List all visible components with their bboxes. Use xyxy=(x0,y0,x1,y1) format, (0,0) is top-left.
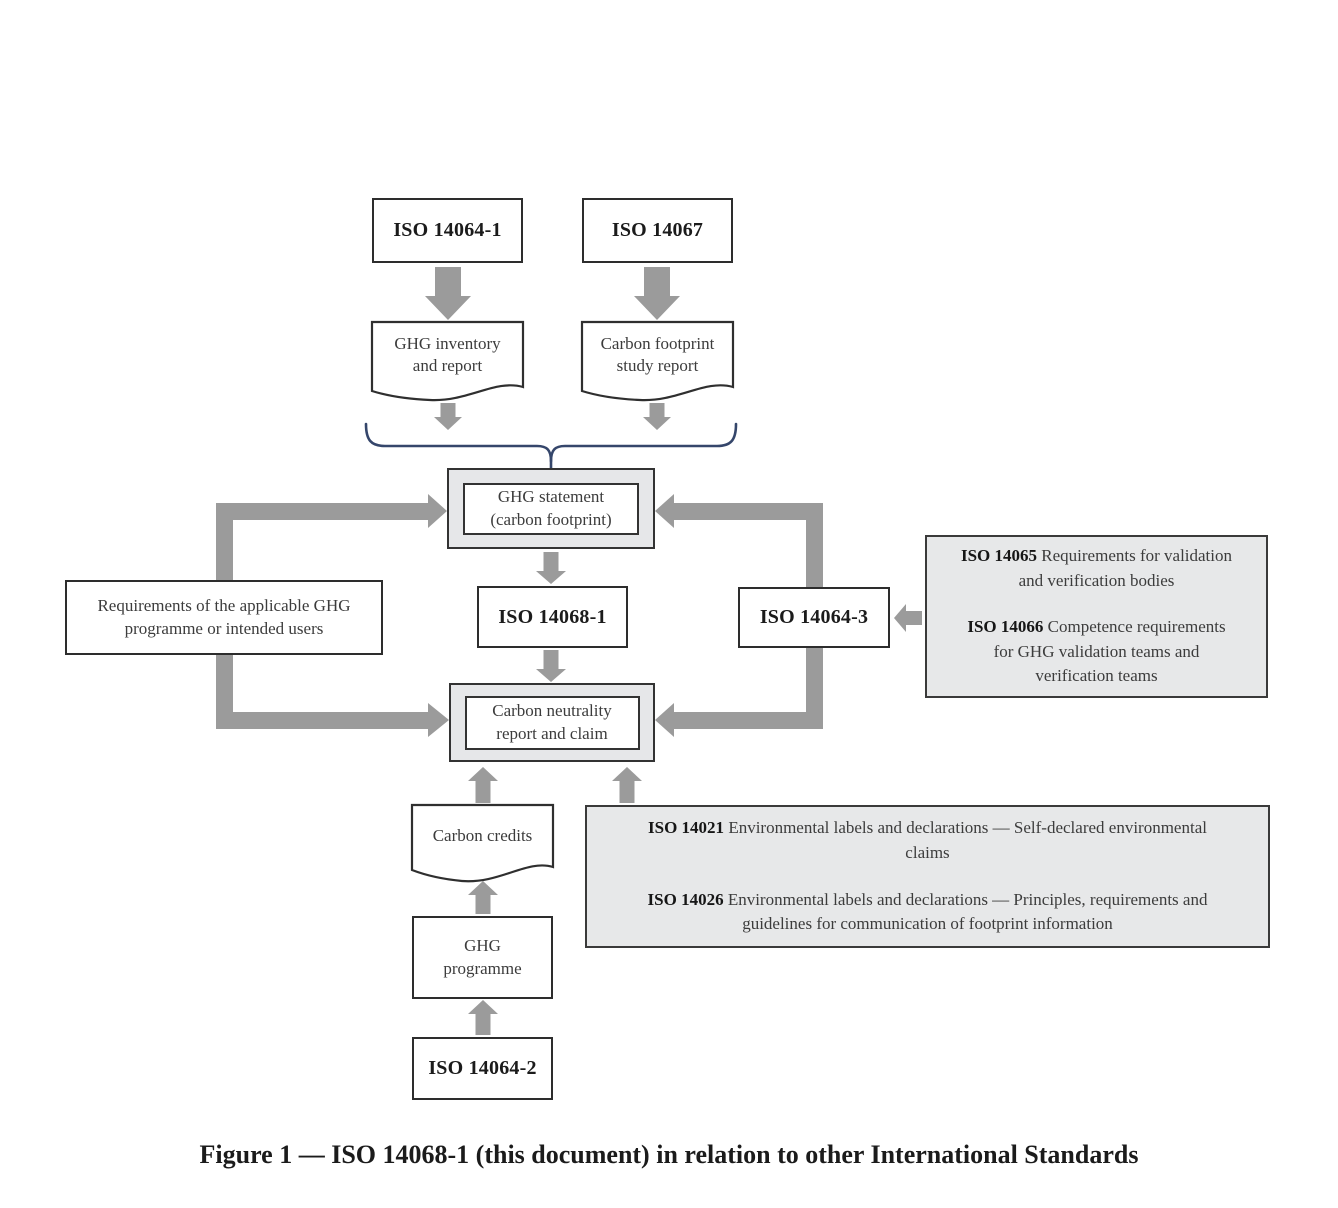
panel-validation-item-1: ISO 14065 Requirements for validation an… xyxy=(937,544,1256,593)
arrow-iso14067-to-footprint xyxy=(634,267,680,320)
iso-14066-code: ISO 14066 xyxy=(967,617,1044,637)
node-ghg-statement-inner: GHG statement (carbon footprint) xyxy=(463,482,639,535)
node-iso-14067-label: ISO 14067 xyxy=(611,219,704,241)
arrow-iso14068-to-neutrality xyxy=(536,650,566,682)
iso-14026-code: ISO 14026 xyxy=(647,889,724,909)
arrow-inventory-to-brace xyxy=(434,403,462,430)
elbow-requirements-to-neutrality xyxy=(216,655,449,737)
document-shape-carbon-credits xyxy=(410,803,555,883)
node-requirements: Requirements of the applicable GHG progr… xyxy=(65,580,383,655)
panel-environmental-labels: ISO 14021 Environmental labels and decla… xyxy=(585,805,1270,948)
node-iso-14064-2-label: ISO 14064-2 xyxy=(428,1057,537,1079)
arrow-iso14064-2-to-programme xyxy=(468,1000,498,1035)
node-iso-14068-1: ISO 14068-1 xyxy=(477,586,628,648)
arrow-credits-to-neutrality xyxy=(468,767,498,803)
node-iso-14064-2: ISO 14064-2 xyxy=(412,1037,553,1100)
node-ghg-statement: GHG statement (carbon footprint) xyxy=(447,468,655,549)
document-shape-carbon-footprint xyxy=(580,320,735,402)
arrow-labelspanel-to-neutrality xyxy=(612,767,642,803)
node-iso-14064-1: ISO 14064-1 xyxy=(372,198,523,263)
node-ghg-inventory-label: GHG inventory and report xyxy=(394,333,501,375)
arrow-statement-to-iso14068 xyxy=(536,552,566,584)
panel-labels-item-1: ISO 14021 Environmental labels and decla… xyxy=(597,816,1258,865)
panel-validation-standards: ISO 14065 Requirements for validation an… xyxy=(925,535,1268,698)
iso-14021-text: Environmental labels and declarations — … xyxy=(728,818,1207,862)
document-shape-ghg-inventory xyxy=(370,320,525,402)
figure-caption: Figure 1 — ISO 14068-1 (this document) i… xyxy=(199,1140,1139,1169)
panel-validation-item-2: ISO 14066 Competence requirements for GH… xyxy=(937,615,1256,689)
node-iso-14064-1-label: ISO 14064-1 xyxy=(393,219,502,241)
node-iso-14067: ISO 14067 xyxy=(582,198,733,263)
iso-14026-text: Environmental labels and declarations — … xyxy=(727,889,1208,934)
node-carbon-footprint-report-label: Carbon footprint study report xyxy=(600,333,715,375)
node-iso-14064-3-label: ISO 14064-3 xyxy=(759,606,869,628)
node-carbon-neutrality-inner: Carbon neutrality report and claim xyxy=(464,695,640,750)
node-iso-14068-1-label: ISO 14068-1 xyxy=(498,605,607,628)
arrow-iso14064-1-to-inventory xyxy=(425,267,471,320)
node-ghg-programme: GHG programme xyxy=(412,916,553,999)
elbow-iso14064-3-to-statement xyxy=(655,494,823,587)
iso-14065-text: Requirements for validation and verifica… xyxy=(1018,545,1233,590)
iso-14066-text: Competence requirements for GHG validati… xyxy=(993,617,1226,686)
arrow-validationpanel-to-iso14064-3 xyxy=(894,604,922,632)
node-iso-14064-3: ISO 14064-3 xyxy=(738,587,890,648)
panel-labels-item-2: ISO 14026 Environmental labels and decla… xyxy=(597,888,1258,937)
merge-brace xyxy=(364,422,553,473)
arrow-programme-to-credits xyxy=(468,881,498,914)
elbow-requirements-to-statement xyxy=(216,494,447,580)
iso-14021-code: ISO 14021 xyxy=(648,818,725,838)
elbow-iso14064-3-to-neutrality xyxy=(655,648,823,737)
merge-brace-right xyxy=(549,422,738,463)
node-carbon-credits-label: Carbon credits xyxy=(432,825,533,845)
arrow-footprint-to-brace xyxy=(643,403,671,430)
iso-14065-code: ISO 14065 xyxy=(960,545,1038,565)
node-carbon-neutrality: Carbon neutrality report and claim xyxy=(449,683,655,762)
